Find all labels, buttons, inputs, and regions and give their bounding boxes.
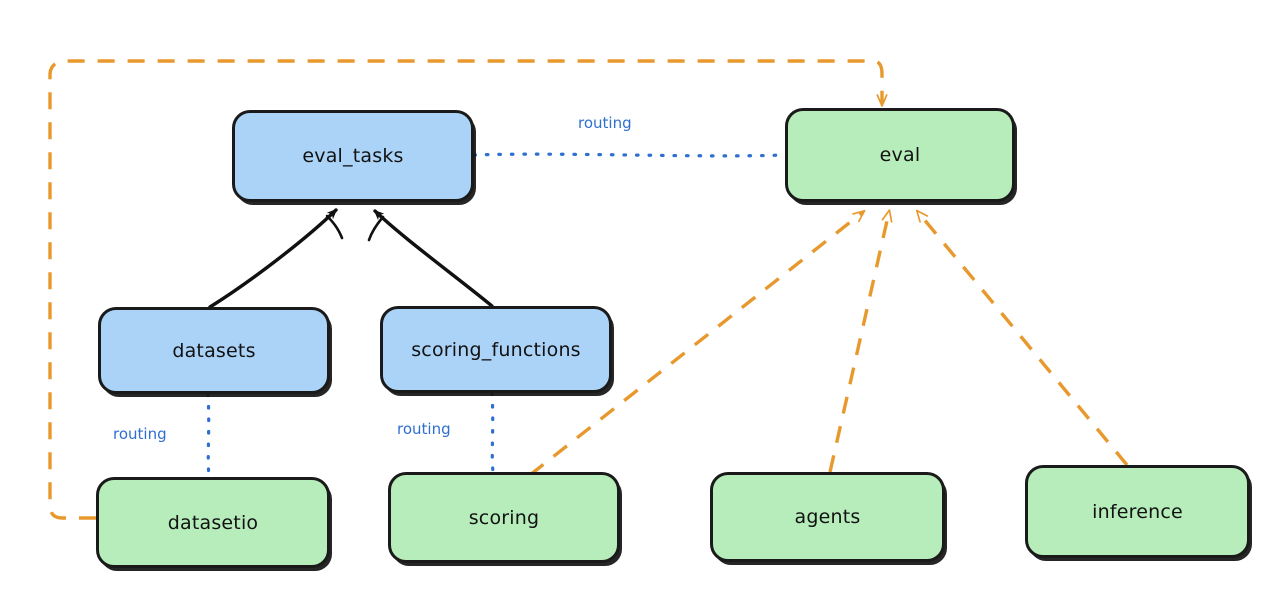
node-scoring-functions[interactable]: scoring_functions — [380, 306, 612, 393]
edge-scoring_functions-scoring — [490, 391, 495, 474]
edge-scoring-eval — [528, 212, 863, 477]
node-label: eval_tasks — [302, 145, 404, 167]
edge-eval_tasks-eval — [472, 152, 786, 158]
node-eval[interactable]: eval — [785, 108, 1015, 202]
node-label: scoring — [468, 506, 540, 529]
edge-inference-eval — [918, 212, 1129, 467]
edge-datasets-datasetio — [206, 392, 211, 479]
node-label: datasets — [172, 339, 256, 362]
edge-datasets-eval_tasks — [208, 208, 344, 309]
edge-agents-eval — [828, 212, 889, 473]
edge-label-routing-datasets-datasetio: routing — [113, 425, 167, 443]
edge-scoring_functions-eval_tasks — [367, 209, 494, 308]
edge-datasetio-eval — [48, 59, 882, 520]
node-label: scoring_functions — [411, 338, 581, 361]
node-datasets[interactable]: datasets — [98, 307, 330, 394]
node-datasetio[interactable]: datasetio — [96, 477, 330, 568]
node-agents[interactable]: agents — [710, 472, 945, 562]
node-label: eval — [879, 144, 921, 166]
node-label: agents — [794, 506, 861, 528]
edge-label-routing-eval-tasks-eval: routing — [578, 114, 632, 132]
node-scoring[interactable]: scoring — [388, 472, 620, 563]
node-label: datasetio — [167, 511, 259, 534]
edge-label-routing-scoring-functions-scoring: routing — [397, 420, 451, 438]
node-eval-tasks[interactable]: eval_tasks — [232, 110, 474, 202]
node-inference[interactable]: inference — [1025, 465, 1250, 558]
node-label: inference — [1092, 500, 1183, 523]
